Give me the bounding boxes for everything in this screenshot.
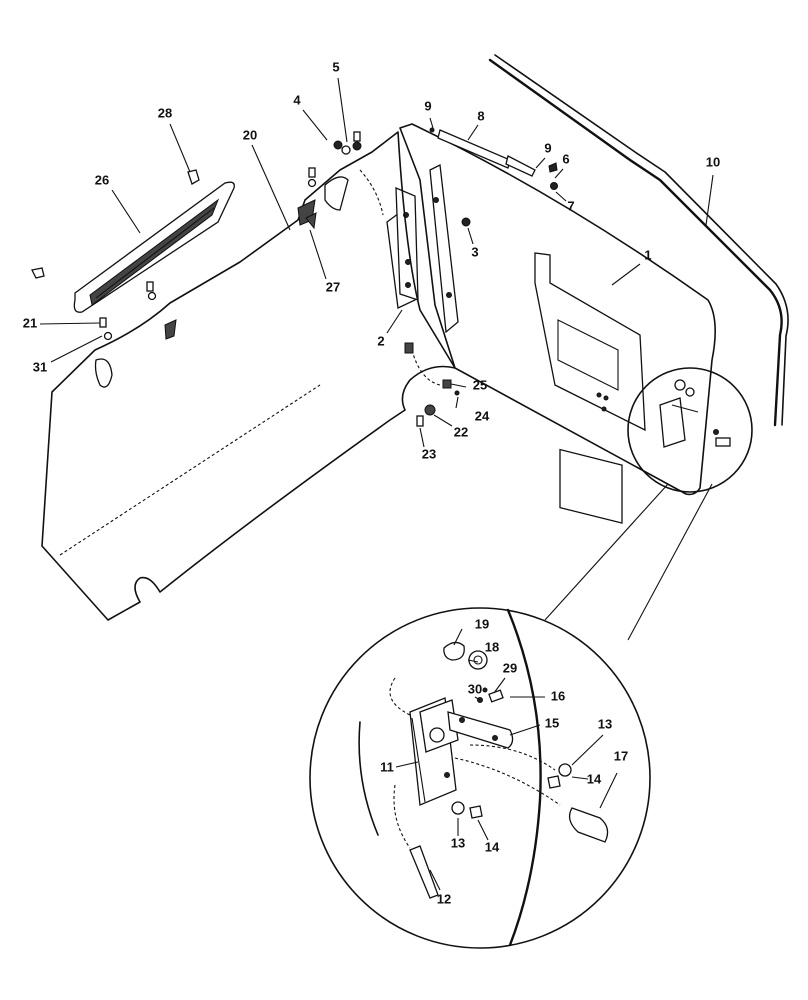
side-panel [41,131,456,621]
callout-25: 25 [473,377,487,392]
callout-3: 3 [471,244,478,259]
callout-21: 21 [23,315,37,330]
callout-10: 10 [706,154,720,169]
callout-30: 30 [468,681,482,696]
callout-1: 1 [644,247,651,262]
callout-29: 29 [503,660,517,675]
magnifier-lines [544,483,713,641]
callout-20: 20 [243,127,257,142]
callout-9b: 9 [544,140,551,155]
latch-detail-large [309,607,651,949]
callout-8: 8 [477,108,484,123]
callout-15: 15 [545,715,559,730]
callout-12: 12 [437,891,451,906]
callout-5: 5 [332,59,339,74]
callout-labels: 1 2 3 4 5 6 7 8 9 9 10 11 12 13 13 14 14… [23,59,720,906]
callout-14a: 14 [587,771,602,786]
callout-13b: 13 [451,835,465,850]
callout-6: 6 [562,151,569,166]
main-door-panel [399,123,716,524]
callout-24: 24 [475,408,490,423]
callout-22: 22 [454,424,468,439]
callout-14b: 14 [485,839,500,854]
callout-2: 2 [377,333,384,348]
callout-13a: 13 [598,716,612,731]
callout-23: 23 [422,446,436,461]
hardware-fasteners [31,127,558,427]
weather-seal-strip [488,54,789,427]
callout-31: 31 [33,359,47,374]
hinge-bracket [386,164,459,334]
callout-4: 4 [293,92,301,107]
grille [73,181,235,313]
callout-18: 18 [485,639,499,654]
callout-9a: 9 [424,98,431,113]
callout-26: 26 [95,172,109,187]
callout-17: 17 [614,748,628,763]
callout-11: 11 [380,759,394,774]
gas-strut [437,129,536,177]
callout-16: 16 [551,688,565,703]
callout-19: 19 [475,616,489,631]
callout-28: 28 [158,105,172,120]
latch-detail-small [627,367,753,493]
callout-27: 27 [326,279,340,294]
leader-lines [39,77,714,891]
callout-7: 7 [567,198,574,213]
